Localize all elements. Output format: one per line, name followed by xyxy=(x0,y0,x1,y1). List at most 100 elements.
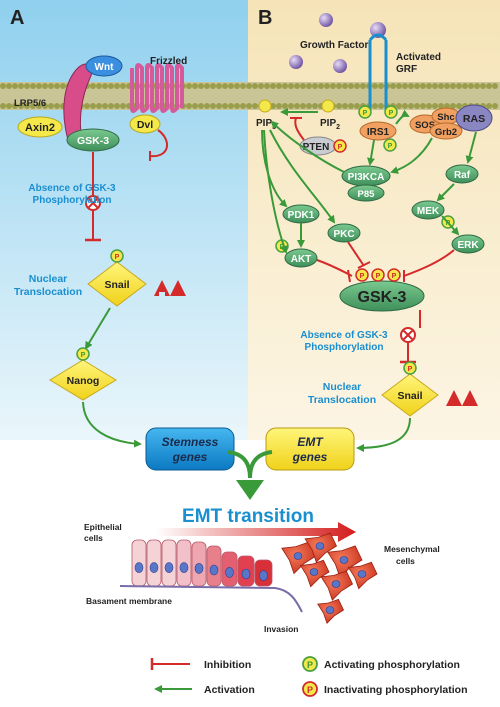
emt-transition-title: EMT transition xyxy=(182,506,314,527)
lipid-head xyxy=(204,83,210,89)
lipid-head xyxy=(252,83,258,89)
grf-receptor xyxy=(368,40,388,110)
lipid-head xyxy=(198,103,204,109)
epithelial-line2: cells xyxy=(84,533,103,543)
legend-activating-icon xyxy=(302,656,318,672)
snail-to-nanog-arrow xyxy=(84,307,111,350)
ras-to-raf-arrow xyxy=(465,131,477,164)
mesenchymal-cells xyxy=(281,532,378,624)
lipid-head xyxy=(456,83,462,89)
lipid-head xyxy=(426,103,432,109)
lipid-head xyxy=(390,83,396,89)
lipid-head xyxy=(246,83,252,89)
lipid-head xyxy=(300,83,306,89)
lipid-head xyxy=(24,83,30,89)
phospho-icon-gsk3-b xyxy=(371,268,385,282)
ras-label: RAS xyxy=(463,113,485,125)
lipid-head xyxy=(492,83,498,89)
lipid-head xyxy=(276,103,282,109)
lipid-head xyxy=(12,103,18,109)
lipid-head xyxy=(336,103,342,109)
lipid-head xyxy=(42,83,48,89)
lipid-head xyxy=(408,83,414,89)
stemness-genes-box xyxy=(145,427,235,471)
mesenchymal-line1: Mesenchymal xyxy=(384,544,440,554)
legend-activating-p: P xyxy=(307,660,313,670)
lipid-head xyxy=(18,83,24,89)
lipid-head xyxy=(420,83,426,89)
lipid-head xyxy=(210,103,216,109)
p85-label: P85 xyxy=(358,189,376,200)
pip3-to-pkc-arrow xyxy=(269,129,336,224)
lipid-head xyxy=(258,83,264,89)
legend-inactivating-p: P xyxy=(307,685,313,695)
growth-factor-label: Growth Factor xyxy=(300,40,368,51)
wnt-node xyxy=(85,55,123,77)
raf-to-mek-arrow xyxy=(436,183,455,202)
lipid-head xyxy=(54,83,60,89)
lipid-head xyxy=(42,103,48,109)
dvl-node xyxy=(129,114,161,134)
lipid-head xyxy=(342,103,348,109)
lipid-head xyxy=(324,83,330,89)
absence-right-line2: Phosphorylation xyxy=(305,342,384,353)
basement-membrane-line xyxy=(119,585,303,613)
gsk3-label-left: GSK-3 xyxy=(77,135,109,147)
cell-nucleus xyxy=(241,568,251,580)
pip2-label: PIP2 xyxy=(320,118,340,131)
pten-inhibits-pip3 xyxy=(294,117,305,141)
lipid-head xyxy=(204,103,210,109)
lipid-head xyxy=(306,103,312,109)
lipid-head xyxy=(252,103,258,109)
lipid-head xyxy=(378,83,384,89)
pkc-label: PKC xyxy=(333,229,354,240)
frizzled-label: Frizzled xyxy=(150,56,187,67)
emt-genes-box xyxy=(265,427,355,471)
lipid-head xyxy=(120,103,126,109)
activated-grf-line1: Activated xyxy=(396,52,441,63)
lipid-head xyxy=(486,103,492,109)
cell-nucleus xyxy=(209,564,219,576)
lipid-head xyxy=(234,83,240,89)
frizzled-receptor xyxy=(130,63,184,113)
pip2-head xyxy=(321,99,335,113)
phospho-icon-grf-right xyxy=(384,105,398,119)
lipid-head xyxy=(480,83,486,89)
lipid-head xyxy=(450,103,456,109)
lipid-head xyxy=(372,103,378,109)
phospho-icon-irs1 xyxy=(383,138,397,152)
lipid-head xyxy=(222,83,228,89)
lipid-head xyxy=(342,83,348,89)
epithelial-line1: Epithelial xyxy=(84,522,122,532)
lipid-head xyxy=(246,103,252,109)
lipid-head xyxy=(270,83,276,89)
lipid-head xyxy=(6,103,12,109)
phospho-icon-grf-left xyxy=(358,105,372,119)
lipid-head xyxy=(300,103,306,109)
axin2-label: Axin2 xyxy=(25,122,55,134)
lipid-head xyxy=(96,103,102,109)
lipid-head xyxy=(36,103,42,109)
phospho-p-gsk3-b: P xyxy=(376,273,381,280)
phospho-p-grf-left: P xyxy=(363,110,368,117)
growth-factor-sphere-3 xyxy=(333,59,347,73)
nuclear-right-line1: Nuclear xyxy=(323,381,362,393)
nuclear-left-line1: Nuclear xyxy=(29,273,68,285)
lipid-head xyxy=(456,103,462,109)
phospho-p-grf-right: P xyxy=(389,110,394,117)
irs1-label: IRS1 xyxy=(367,127,390,138)
lipid-head xyxy=(216,103,222,109)
epithelial-cell-layer xyxy=(131,539,273,587)
lipid-head xyxy=(216,83,222,89)
lipid-head xyxy=(438,103,444,109)
upregulation-icon-right xyxy=(446,390,478,406)
mek-label: MEK xyxy=(417,206,440,217)
lipid-head xyxy=(108,103,114,109)
lipid-head xyxy=(6,83,12,89)
phospho-icon-snail-left xyxy=(110,249,124,263)
irs1-to-pi3k-arrow xyxy=(367,139,375,166)
phospho-icon-snail-right xyxy=(403,361,417,375)
lipid-head xyxy=(318,83,324,89)
phospho-p-pten: P xyxy=(338,144,343,151)
